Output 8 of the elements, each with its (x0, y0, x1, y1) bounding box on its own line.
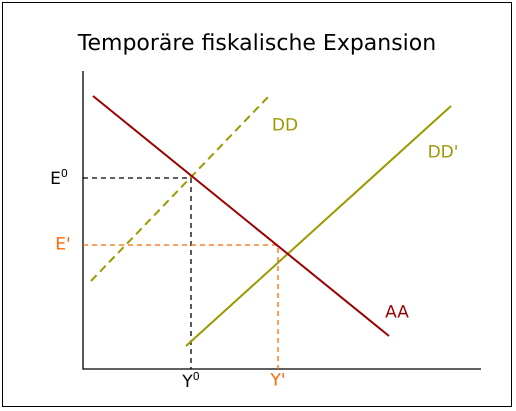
axis-label: E' (55, 236, 71, 254)
axis-label: Y$^{0}$ (182, 371, 200, 391)
axis-label: DD (272, 118, 298, 134)
axis-label: Y' (270, 372, 286, 390)
axis-label: DD' (428, 144, 458, 162)
axis-label: AA (385, 304, 409, 322)
chart-title: Temporäre fiskalische Expansion (76, 31, 438, 56)
axis-label: E$^{0}$ (50, 168, 68, 188)
